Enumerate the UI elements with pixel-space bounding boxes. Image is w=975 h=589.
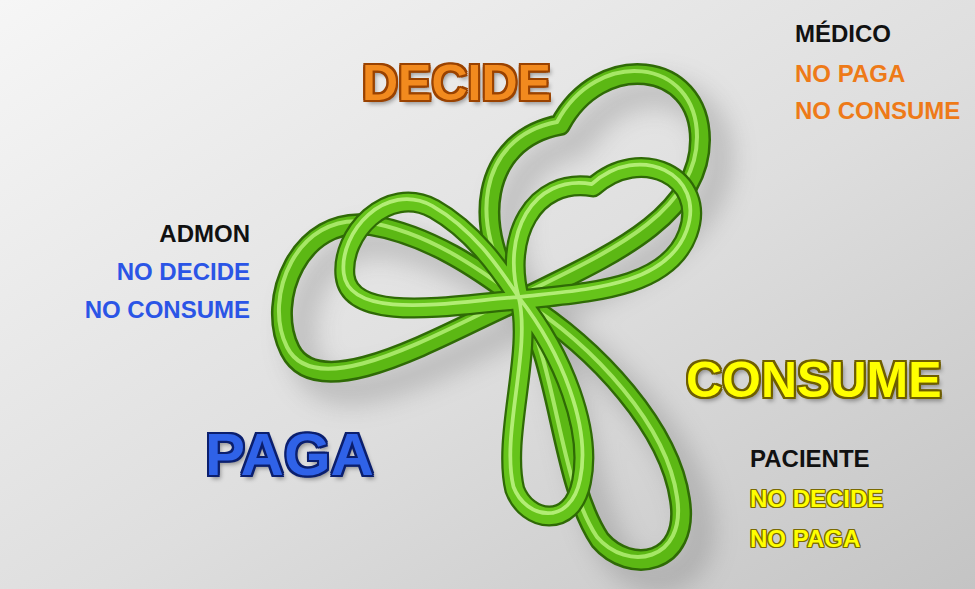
role-negation: NO DECIDE — [117, 260, 250, 284]
actor-name: ADMON — [159, 222, 250, 246]
knot-tube — [279, 71, 700, 560]
role-negation: NO PAGA — [750, 527, 860, 551]
role-negation: NO DECIDE — [750, 487, 883, 511]
role-heading: PAGA — [205, 425, 374, 485]
role-negation: NO PAGA — [795, 62, 905, 86]
role-negation: NO CONSUME — [85, 298, 250, 322]
role-heading: DECIDE — [362, 58, 551, 108]
actor-name: PACIENTE — [750, 447, 870, 471]
actor-name: MÉDICO — [795, 22, 891, 46]
role-heading: CONSUME — [686, 355, 942, 405]
role-negation: NO CONSUME — [795, 99, 960, 123]
